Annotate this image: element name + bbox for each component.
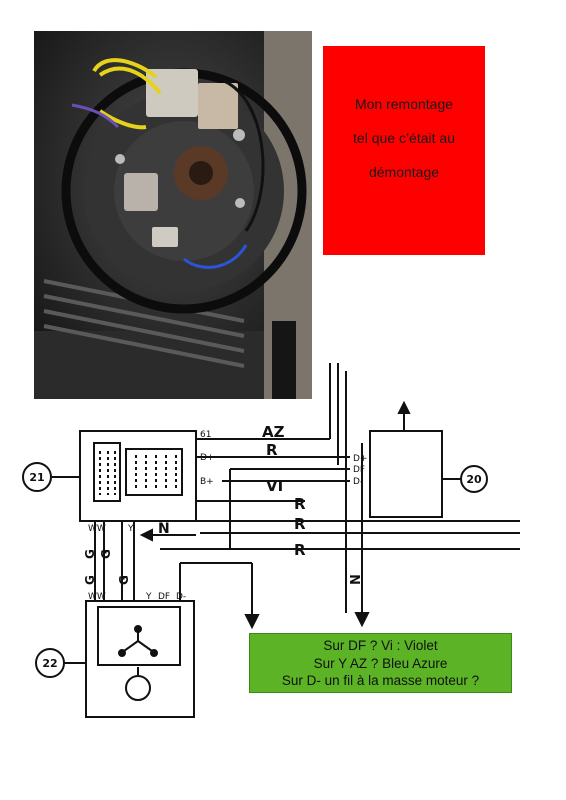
wire-g-label: G [117, 575, 131, 585]
engine-fins [43, 279, 245, 368]
terminal-d-plus: D+ [200, 453, 214, 463]
terminal-y-lower: Y [145, 592, 152, 602]
wire-g-label: G [83, 575, 97, 585]
terminal-61: 61 [200, 430, 211, 440]
unit-20-circle [460, 465, 488, 493]
terminal-y: Y [127, 524, 134, 534]
alternator-photo [34, 31, 312, 399]
unit-22-label: 22 [42, 657, 57, 670]
terminal-ww-lower: WW [88, 592, 106, 602]
unit-21-label: 21 [29, 471, 44, 484]
wire-az-label: AZ [262, 423, 285, 441]
terminal-b-plus: B+ [200, 477, 214, 487]
red-note-box: Mon remontage tel que c’était au démonta… [323, 46, 485, 255]
wire-g-label: G [99, 549, 113, 559]
wire-r2-label: R [294, 495, 306, 513]
green-note-line: Sur D- un fil à la masse moteur ? [281, 673, 480, 688]
red-note-line: Mon remontage [354, 96, 454, 112]
wire-n-right-label: N [158, 521, 170, 537]
green-note-line: Sur DF ? Vi : Violet [323, 638, 438, 653]
wire-vi-label: VI [266, 477, 283, 495]
terminal-d-plus-right: D+ [353, 454, 367, 464]
red-note-text: Mon remontage tel que c’était au démonta… [353, 79, 455, 198]
terminal-d-minus-right: D- [353, 477, 363, 487]
unit-20-label: 20 [466, 473, 482, 486]
red-note-line: démontage [368, 164, 440, 180]
terminal-df-right: DF [353, 465, 365, 475]
wire-r1-label: R [266, 441, 278, 459]
wire-n-vertical-label: N [349, 574, 364, 585]
red-note-line: tel que c’était au [353, 130, 455, 146]
terminal-d-minus-lower: D- [176, 592, 186, 602]
wire-g-label: G [83, 549, 97, 559]
wire-r4-label: R [294, 541, 306, 559]
green-note-box: Sur DF ? Vi : Violet Sur Y AZ ? Bleu Azu… [249, 633, 512, 693]
green-note-line: Sur Y AZ ? Bleu Azure [313, 655, 448, 671]
wire-r3-label: R [294, 515, 306, 533]
terminal-df-lower: DF [158, 592, 170, 602]
terminal-ww: WW [88, 524, 106, 534]
wiring-schematic: 21 20 22 AZ R VI R R R N N 61 D+ B+ D+ D… [22, 363, 520, 718]
